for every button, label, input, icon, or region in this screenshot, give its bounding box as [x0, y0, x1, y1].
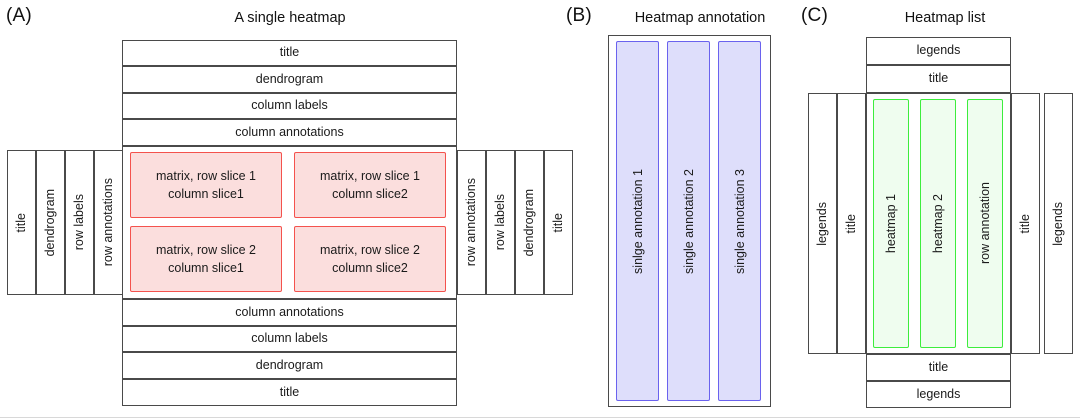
panel-a-left-col-row-labels: row labels [65, 150, 94, 295]
panel-a-matrix-cell-r1c2: matrix, row slice 1 column slice2 [294, 152, 446, 218]
panel-c-top-row-legends: legends [866, 37, 1011, 65]
panel-a-left-col-title-label: title [13, 212, 28, 233]
panel-c-title: Heatmap list [904, 10, 986, 26]
panel-b-tag: (B) [566, 5, 592, 26]
panel-a-left-col-dendrogram-label: dendrogram [42, 188, 57, 257]
panel-a-right-col-row-labels: row labels [486, 150, 515, 295]
panel-a-matrix-cell-r1c2-line1: matrix, row slice 1 [319, 168, 421, 183]
panel-a-right-col-dendrogram-label: dendrogram [521, 188, 536, 257]
panel-a-matrix-cell-r2c1-line2: column slice1 [168, 261, 244, 275]
panel-c-right-col-legends: legends [1044, 93, 1073, 354]
panel-c-component-row-annotation: row annotation [967, 99, 1003, 348]
panel-a-top-row-column-labels: column labels [122, 93, 457, 119]
panel-a-matrix-cell-r1c1-line2: column slice1 [168, 187, 244, 201]
panel-a-left-col-dendrogram: dendrogram [36, 150, 65, 295]
panel-a-matrix-cell-r2c1-line1: matrix, row slice 2 [155, 242, 257, 257]
panel-a-matrix-cell-r2c1: matrix, row slice 2 column slice1 [130, 226, 282, 292]
panel-c-tag: (C) [801, 5, 828, 26]
panel-a-right-col-dendrogram: dendrogram [515, 150, 544, 295]
panel-a-right-col-row-labels-label: row labels [492, 194, 507, 251]
panel-a-top-row-title: title [122, 40, 457, 66]
panel-c-component-heatmap-2-label: heatmap 2 [931, 193, 945, 254]
panel-c-left-col-legends-label: legends [814, 201, 829, 246]
panel-a-matrix-cell-r2c2: matrix, row slice 2 column slice2 [294, 226, 446, 292]
panel-c-component-row-annotation-label: row annotation [978, 182, 992, 265]
panel-a-title: A single heatmap [234, 10, 346, 26]
panel-a-matrix-cell-r1c1: matrix, row slice 1 column slice1 [130, 152, 282, 218]
panel-a-matrix-cell-r1c1-line1: matrix, row slice 1 [155, 168, 257, 183]
panel-c-component-heatmap-1: heatmap 1 [873, 99, 909, 348]
panel-b-annotation-1-label: sinlge annotation 1 [630, 168, 645, 274]
panel-c-bottom-row-title: title [866, 354, 1011, 381]
panel-c-left-col-title: title [837, 93, 866, 354]
panel-c-component-heatmap-1-label: heatmap 1 [884, 193, 898, 254]
panel-a-bottom-row-column-annotations: column annotations [122, 299, 457, 326]
panel-c-right-col-title-label: title [1017, 213, 1032, 234]
panel-b-annotation-3: single annotation 3 [718, 41, 761, 401]
panel-a-matrix-cell-r1c2-line2: column slice2 [332, 187, 408, 201]
panel-a-right-col-row-annotations-label: row annotations [463, 178, 478, 267]
panel-a-tag: (A) [6, 5, 32, 26]
panel-a-matrix-cell-r2c2-line1: matrix, row slice 2 [319, 242, 421, 257]
panel-a-left-col-row-labels-label: row labels [71, 194, 86, 251]
panel-a-matrix-cell-r2c2-line2: column slice2 [332, 261, 408, 275]
panel-c-bottom-row-legends: legends [866, 381, 1011, 408]
panel-b-annotation-2: single annotation 2 [667, 41, 710, 401]
panel-c-top-row-title: title [866, 65, 1011, 93]
panel-a-right-col-title-label: title [550, 212, 565, 233]
panel-c-right-col-title: title [1011, 93, 1040, 354]
panel-a-left-col-row-annotations-label: row annotations [100, 178, 115, 267]
panel-a-right-col-row-annotations: row annotations [457, 150, 486, 295]
panel-b-annotation-3-label: single annotation 3 [732, 168, 747, 274]
panel-a-bottom-row-dendrogram: dendrogram [122, 352, 457, 379]
panel-c-left-col-title-label: title [843, 213, 858, 234]
panel-a-bottom-row-title: title [122, 379, 457, 406]
panel-c-component-heatmap-2: heatmap 2 [920, 99, 956, 348]
panel-c-right-col-legends-label: legends [1050, 201, 1065, 246]
panel-a-top-row-dendrogram: dendrogram [122, 66, 457, 93]
panel-b-annotation-1: sinlge annotation 1 [616, 41, 659, 401]
panel-a-left-col-row-annotations: row annotations [94, 150, 123, 295]
panel-a-top-row-column-annotations: column annotations [122, 119, 457, 146]
panel-a-bottom-row-column-labels: column labels [122, 326, 457, 352]
panel-a-right-col-title: title [544, 150, 573, 295]
panel-b-title: Heatmap annotation [634, 10, 766, 26]
panel-b-annotation-2-label: single annotation 2 [681, 168, 696, 274]
panel-c-left-col-legends: legends [808, 93, 837, 354]
panel-a-left-col-title: title [7, 150, 36, 295]
